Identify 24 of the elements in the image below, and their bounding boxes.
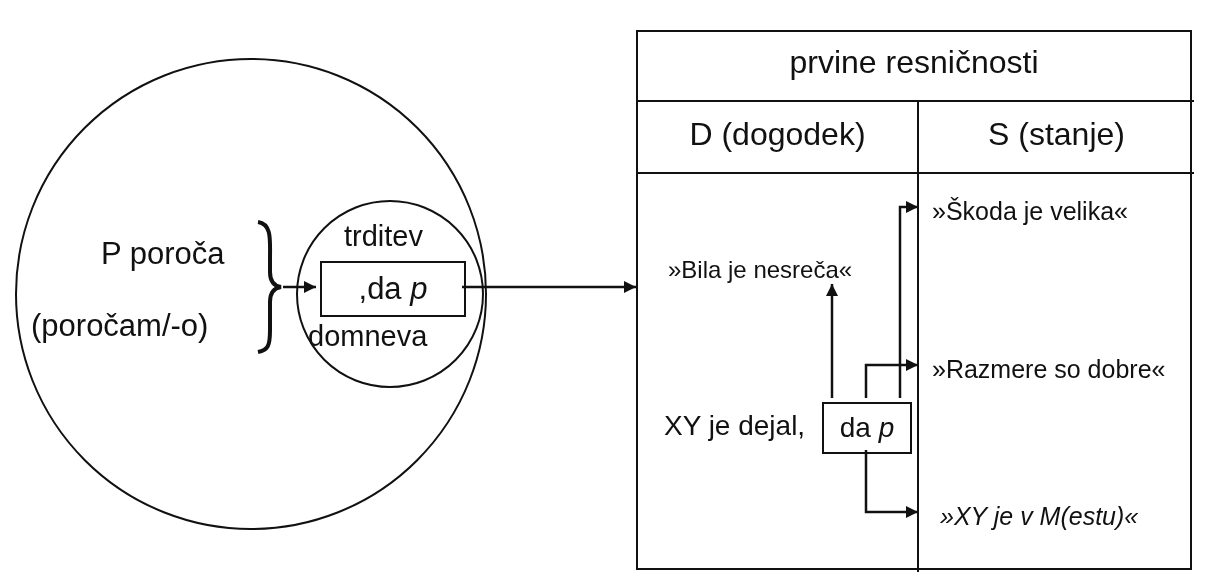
arrow — [864, 359, 918, 398]
arrow — [462, 281, 636, 293]
arrow — [864, 450, 918, 518]
table-heading: prvine resničnosti — [788, 44, 1040, 81]
label-text: (poročam/-o) — [31, 308, 209, 344]
arrow — [898, 201, 918, 398]
arrow — [283, 281, 316, 293]
column-heading: D (dogodek) — [688, 116, 867, 153]
label-text: domneva — [308, 320, 428, 354]
table-column — [917, 100, 1194, 572]
quoted-statement: »Škoda je velika« — [922, 192, 1184, 230]
label-text: trditev — [344, 220, 423, 254]
statement-text: XY je dejal, — [664, 410, 806, 443]
table-frame — [636, 30, 1192, 570]
label-text: P poroča — [101, 236, 225, 272]
quoted-statement: »XY je v M(estu)« — [922, 497, 1184, 535]
column-heading: S (stanje) — [987, 116, 1126, 153]
arrow — [826, 284, 838, 398]
text-box: ,da p — [320, 261, 466, 317]
circle — [15, 58, 487, 530]
quoted-statement: »Razmere so dobre« — [922, 350, 1194, 388]
circle — [296, 200, 484, 388]
quoted-statement: »Bila je nesreča« — [662, 252, 894, 288]
text-box: da p — [822, 402, 912, 454]
